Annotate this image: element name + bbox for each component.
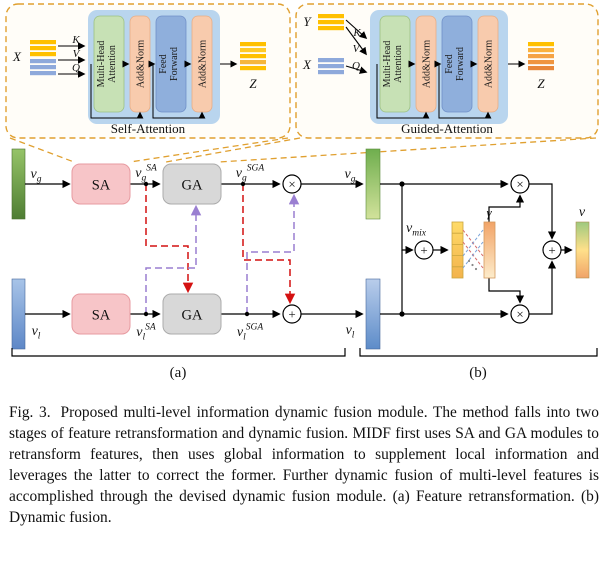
retransformed-global-bar <box>365 148 381 220</box>
ga-input-x-label: X <box>302 57 312 72</box>
sa-module-top <box>71 163 131 205</box>
gamma-weight-bar <box>483 221 496 279</box>
sa-ff-label-1: Feed <box>158 54 169 73</box>
ga-output-z-label: Z <box>537 76 545 91</box>
ga-k-label: K <box>352 27 361 39</box>
ga-mha-label-1: Multi-Head <box>382 41 393 88</box>
label-v-out: v <box>579 205 586 220</box>
local-feature-bar <box>11 278 26 350</box>
ga-internal-arrows <box>376 60 526 119</box>
ga-input-y-bars <box>318 14 344 31</box>
figure-caption-tag: Fig. 3. <box>9 404 51 421</box>
sa-module-bottom <box>71 293 131 335</box>
fusion-add-node <box>542 240 562 260</box>
figure-diagram: X K V Q Multi-Head Attention Add&Norm Fe… <box>5 3 599 381</box>
add-node-bottom-symbol: + <box>288 307 295 322</box>
ga-addnorm2-label: Add&Norm <box>484 40 495 89</box>
ga-input-y-label: Y <box>303 14 312 29</box>
multiply-node-b-bottom-symbol: × <box>516 307 523 322</box>
sa-addnorm1-label: Add&Norm <box>136 40 147 89</box>
figure-caption: Fig. 3.Proposed multi-level information … <box>9 402 599 529</box>
add-node-bottom <box>282 304 302 324</box>
self-attention-title: Self-Attention <box>111 121 186 136</box>
ga-module-top-label: GA <box>182 178 203 194</box>
guided-attention-block: Y X K V Q Multi-Head Attention Add&Norm … <box>295 3 599 139</box>
label-gamma: γ <box>486 205 492 220</box>
ga-output-feature-bars <box>528 42 554 71</box>
ga-v-label: V <box>353 43 361 55</box>
mix-add-node <box>414 240 434 260</box>
sa-kvq-arrows <box>58 42 86 78</box>
self-attention-block: X K V Q Multi-Head Attention Add&Norm Fe… <box>5 3 291 139</box>
vmix-vector-bar <box>451 221 464 279</box>
stage-b-branch-dots <box>399 181 405 317</box>
ga-ff-label-1: Feed <box>444 54 455 73</box>
mix-add-node-symbol: + <box>420 243 427 258</box>
label-section-b: (b) <box>469 365 487 381</box>
sa-internal-arrows <box>90 60 238 119</box>
multiply-node-b-bottom <box>510 304 530 324</box>
retransformed-local-bar <box>365 278 381 350</box>
label-vg: vg <box>31 167 42 185</box>
ga-kvq-arrows <box>345 19 368 74</box>
stage-b: vg vl + vmix γ <box>345 148 590 350</box>
stage-a-flow-arrows <box>25 179 364 319</box>
label-vmix: vmix <box>406 221 427 239</box>
global-feature-bar <box>11 148 26 220</box>
label-vg-b: vg <box>345 167 356 185</box>
ga-module-bottom <box>162 293 222 335</box>
label-vg-sa: vgSA <box>135 164 157 184</box>
fused-output-bar <box>575 221 590 279</box>
ga-module-top <box>162 163 222 205</box>
vmix-vector-cells <box>452 232 463 268</box>
bracket-a <box>11 348 346 357</box>
local-to-global-dashed-paths <box>145 193 300 314</box>
stage-a-branch-dots <box>143 181 250 317</box>
sa-output-z-label: Z <box>249 76 257 91</box>
stage-b-flow-lines <box>380 179 573 319</box>
ga-input-x-bars <box>318 58 344 75</box>
sa-v-label: V <box>73 48 81 60</box>
sa-mha-label-2: Attention <box>107 45 118 83</box>
fusion-add-node-symbol: + <box>548 243 555 258</box>
ga-addnorm1-label: Add&Norm <box>422 40 433 89</box>
ga-ff-label-2: Forward <box>455 47 466 81</box>
sa-input-feature-bars <box>30 40 56 76</box>
label-vl-sa: vlSA <box>136 323 156 343</box>
sa-q-label: Q <box>72 62 80 74</box>
label-vl-b: vl <box>346 323 355 341</box>
ga-q-label: Q <box>352 60 360 72</box>
label-section-a: (a) <box>170 365 187 381</box>
multiply-node-top <box>282 174 302 194</box>
stage-a: SA GA SA GA × + vg vgSA vgSGA vl vlSA vl… <box>11 148 364 350</box>
sa-addnorm2-label: Add&Norm <box>198 40 209 89</box>
sa-module-bottom-label: SA <box>92 308 111 324</box>
gating-ellipsis-dots <box>467 259 478 271</box>
sa-ff-label-2: Forward <box>169 47 180 81</box>
sa-input-x-label: X <box>12 49 22 64</box>
label-vg-sga: vgSGA <box>236 164 265 184</box>
label-vl-sga: vlSGA <box>237 323 263 343</box>
zoom-funnel-lines <box>9 137 597 163</box>
ga-module-bottom-label: GA <box>182 308 203 324</box>
section-brackets: (a) (b) <box>11 348 598 381</box>
sa-k-label: K <box>71 34 80 46</box>
multiply-node-b-top <box>510 174 530 194</box>
sa-mha-label-1: Multi-Head <box>96 41 107 88</box>
multiply-node-top-symbol: × <box>288 177 295 192</box>
sa-output-feature-bars <box>240 42 266 71</box>
multiply-node-b-top-symbol: × <box>516 177 523 192</box>
bracket-b <box>359 348 598 357</box>
guided-attention-title: Guided-Attention <box>401 121 493 136</box>
sa-module-top-label: SA <box>92 178 111 194</box>
label-vl: vl <box>32 324 41 342</box>
gating-fc-connections <box>462 229 484 269</box>
figure-caption-text: Proposed multi-level information dynamic… <box>9 404 599 527</box>
ga-mha-label-2: Attention <box>393 45 404 83</box>
